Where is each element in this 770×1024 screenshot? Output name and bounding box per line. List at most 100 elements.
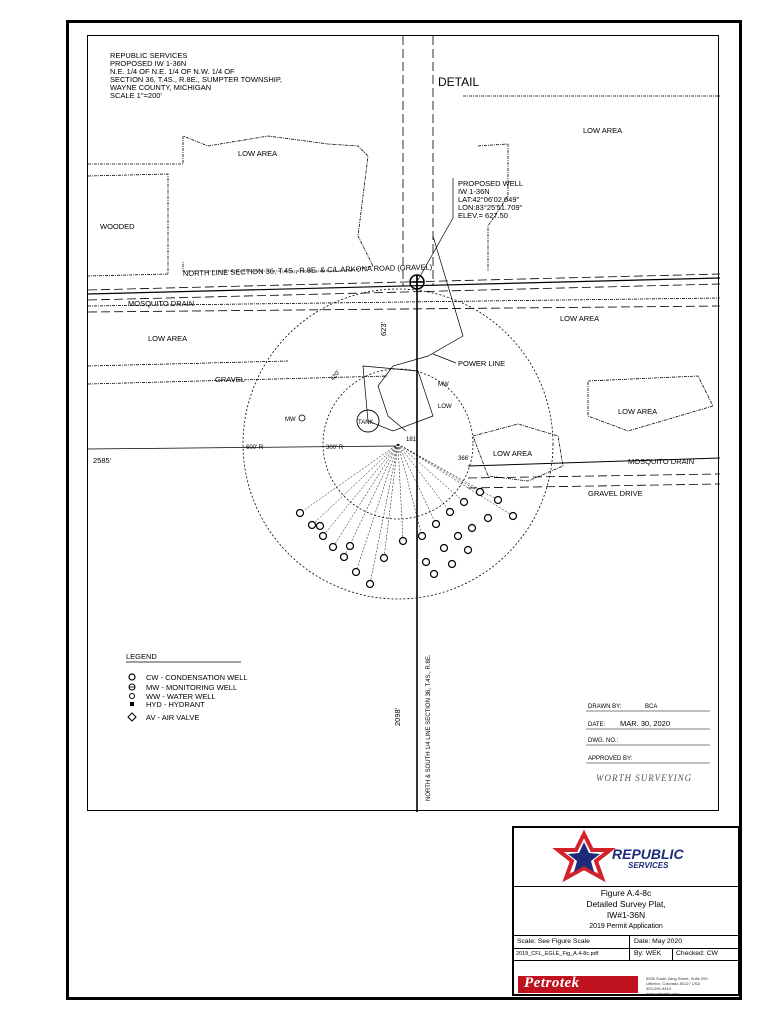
brand-bottom: SERVICES [628, 861, 669, 870]
label-north-line: NORTH LINE SECTION 36, T.4S., R.8E. & C/… [183, 262, 433, 278]
label-low-area-4: LOW AREA [560, 314, 599, 323]
label-dim-2098: 2098' [393, 707, 402, 726]
label-dim-2585: 2585' [93, 456, 112, 465]
figure-number: Figure A.4-8c [600, 888, 652, 898]
callout-line-4: LON:83°25'51.709" [458, 203, 523, 212]
label-power-line: POWER LINE [458, 359, 505, 368]
callout-line-3: LAT:42°06'02.049" [458, 195, 520, 204]
address-line-1: 5935 South Zang Street, Suite 200 [646, 976, 708, 981]
label-low-area-3: LOW AREA [148, 334, 187, 343]
air-valve-symbol-icon [127, 712, 137, 722]
date-text: Date: May 2020 [634, 938, 682, 945]
drawn-by-label: DRAWN BY: [588, 704, 622, 710]
radius-circle-600 [242, 288, 554, 600]
file-name: 2019_CFL_EGLE_Fig_A.4-8c.pdf [516, 951, 599, 957]
header-line-2: PROPOSED IW 1-36N [110, 59, 186, 68]
cw-symbol-icon [128, 673, 136, 681]
label-dim-420: 420' [330, 370, 342, 382]
label-600r: 600' R [246, 445, 264, 451]
address-line-4: www.petrotek.com [646, 991, 679, 996]
legend-item-mw: MW - MONITORING WELL [146, 683, 237, 692]
detail-label: DETAIL [438, 75, 479, 89]
condensation-wells [295, 487, 518, 589]
approved-by-label: APPROVED BY: [588, 756, 633, 762]
file-row: 2019_CFL_EGLE_Fig_A.4-8c.pdf By: WEK Che… [514, 948, 738, 961]
figure-desc-1: Detailed Survey Plat, [586, 899, 666, 909]
figure-desc-2: IW#1-36N [606, 910, 646, 920]
label-dim-181: 181' [406, 437, 417, 443]
figure-desc-3: 2019 Permit Application [589, 923, 663, 930]
republic-services-logo: REPUBLIC SERVICES [514, 828, 738, 887]
brand-top: REPUBLIC [612, 846, 684, 862]
callout-line-5: ELEV.= 627.50 [458, 211, 508, 220]
callout-line-1: PROPOSED WELL [458, 179, 523, 188]
survey-firm: WORTH SURVEYING [596, 773, 692, 783]
label-gravel: GRAVEL [215, 375, 245, 384]
label-tank: TANK [358, 420, 374, 426]
gravel-edge [88, 360, 289, 367]
wooded-boundary [88, 173, 169, 277]
low-area-boundary-5 [472, 423, 564, 482]
title-block: REPUBLIC SERVICES Figure A.4-8c Detailed… [512, 826, 740, 996]
label-mosquito-drain-1: MOSQUITO DRAIN [128, 299, 194, 308]
label-gravel-drive: GRAVEL DRIVE [588, 489, 643, 498]
legend-item-hyd: HYD - HYDRANT [146, 700, 205, 709]
header-line-3: N.E. 1/4 OF N.E. 1/4 OF N.W. 1/4 OF [110, 67, 235, 76]
legend: LEGEND CW - CONDENSATION WELL MW - MONIT… [126, 652, 248, 722]
petrotek-address: 5935 South Zang Street, Suite 200 Little… [646, 976, 708, 996]
label-low-area-5: LOW AREA [618, 407, 657, 416]
legend-title: LEGEND [126, 652, 157, 661]
petrotek-footer: Petrotek 5935 South Zang Street, Suite 2… [514, 973, 738, 996]
low-area-boundary-3 [477, 143, 509, 271]
label-ns-line: NORTH & SOUTH 1/4 LINE SECTION 36, T.4S.… [426, 654, 432, 801]
ww-symbol-icon [129, 693, 135, 699]
address-line-3: 303-290-9414 [646, 986, 671, 991]
label-dim-366: 366' [458, 456, 469, 462]
plat-svg: REPUBLIC SERVICES PROPOSED IW 1-36N N.E.… [88, 36, 720, 812]
date-label: DATE: [588, 722, 606, 728]
survey-block: DRAWN BY: BCA DATE: MAR. 30, 2020 DWG. N… [586, 704, 710, 783]
date-value: MAR. 30, 2020 [620, 719, 670, 728]
scale-row: Scale: See Figure Scale Date: May 2020 [514, 936, 738, 949]
hydrant-symbol-icon [130, 702, 134, 706]
label-low-area-2: LOW AREA [583, 126, 622, 135]
label-mosquito-drain-2: MOSQUITO DRAIN [628, 457, 694, 466]
header-line-5: WAYNE COUNTY, MICHIGAN [110, 83, 211, 92]
figure-description: Figure A.4-8c Detailed Survey Plat, IW#1… [514, 886, 738, 936]
republic-star-icon [552, 829, 616, 883]
label-wooded: WOODED [100, 222, 135, 231]
label-mw-left: MW [285, 417, 296, 423]
page-border [66, 20, 742, 1000]
header-line-6: SCALE 1"=200' [110, 91, 162, 100]
header-line-4: SECTION 36, T.4S., R.8E., SUMPTER TOWNSH… [110, 75, 282, 84]
petrotek-word: Petrotek [524, 975, 580, 991]
condensation-well-radials [299, 443, 514, 585]
label-low: LOW [438, 404, 452, 410]
well-callout: PROPOSED WELL IW 1-36N LAT:42°06'02.049"… [417, 178, 523, 281]
mosquito-drain-line-north [88, 297, 720, 307]
north-section-line [88, 277, 720, 295]
low-area-boundary-4 [587, 375, 714, 432]
legend-item-av: AV - AIR VALVE [146, 713, 199, 722]
by-text: By: WEK [634, 950, 662, 957]
header-line-1: REPUBLIC SERVICES [110, 51, 187, 60]
label-low-area-1: LOW AREA [238, 149, 277, 158]
legend-item-cw: CW - CONDENSATION WELL [146, 673, 248, 682]
low-area-boundary-1 [88, 135, 374, 272]
label-300r: 300' R [326, 445, 344, 451]
label-dim-623: 623' [379, 321, 388, 336]
legend-item-ww: WW - WATER WELL [146, 692, 216, 701]
dwg-no-label: DWG. NO.: [588, 738, 619, 744]
callout-line-2: IW 1-36N [458, 187, 490, 196]
header-note: REPUBLIC SERVICES PROPOSED IW 1-36N N.E.… [110, 51, 282, 100]
label-low-area-6: LOW AREA [493, 449, 532, 458]
survey-plat-drawing: REPUBLIC SERVICES PROPOSED IW 1-36N N.E.… [87, 35, 720, 812]
drawn-by-value: BCA [645, 704, 657, 710]
label-mw: MW [438, 382, 449, 388]
scale-text: Scale: See Figure Scale [517, 938, 590, 945]
petrotek-logo: Petrotek [518, 975, 638, 993]
tank-symbol [356, 409, 380, 433]
well-pad-outline [362, 365, 434, 432]
address-line-2: Littleton, Colorado 80127 USA [646, 981, 701, 986]
power-line [377, 235, 464, 432]
